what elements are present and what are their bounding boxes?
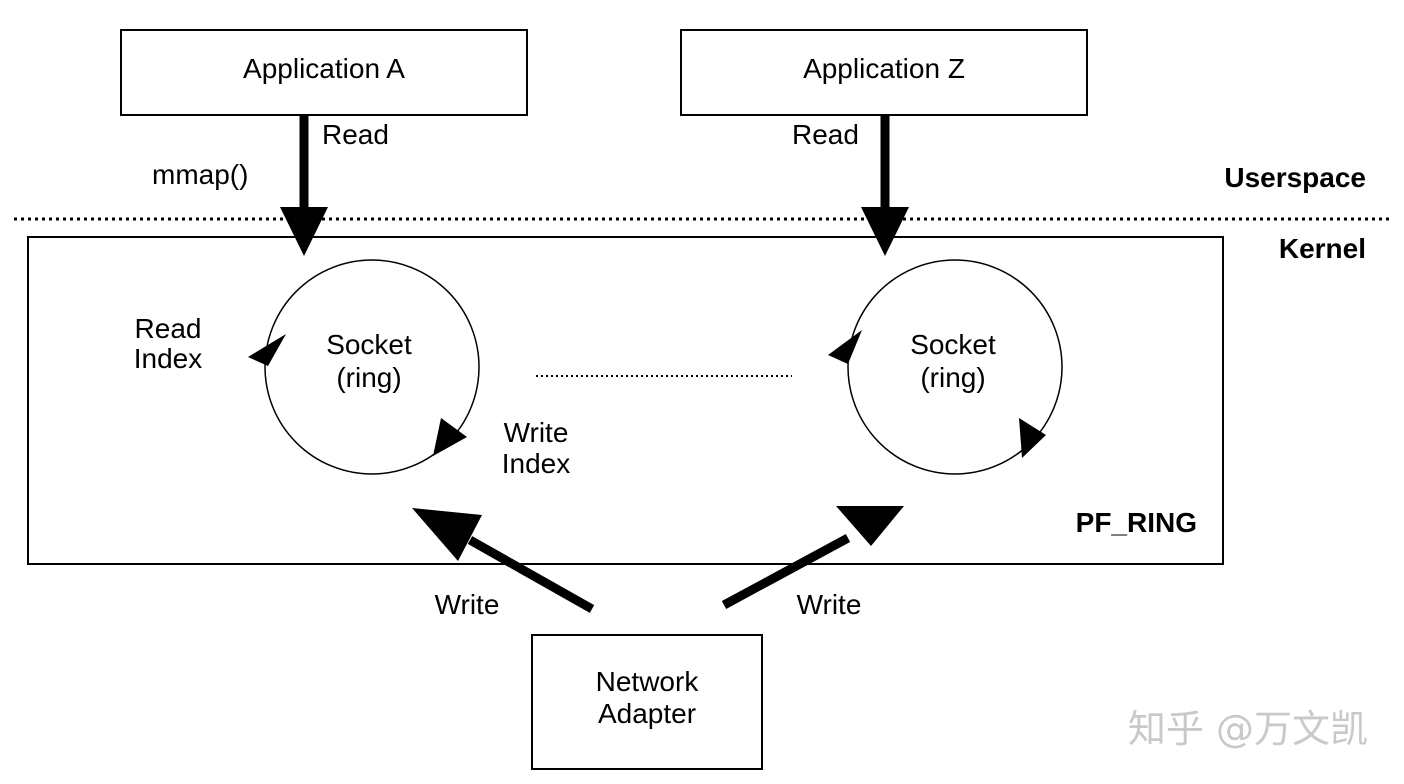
socket-ring-left: Socket (ring)	[248, 259, 480, 475]
application-z-label: Application Z	[803, 53, 965, 84]
network-adapter-line2: Adapter	[598, 698, 696, 729]
write-label-left: Write	[435, 589, 500, 620]
read-index-arrowhead-right	[828, 330, 862, 364]
watermark-text: 知乎 @万文凯	[1128, 707, 1368, 751]
read-arrow-z	[861, 115, 909, 256]
socket-right-line2: (ring)	[920, 362, 985, 393]
socket-ring-right: Socket (ring)	[828, 259, 1063, 475]
write-arrow-right	[721, 506, 904, 609]
write-arrow-left	[412, 508, 595, 613]
pf-ring-label: PF_RING	[1076, 507, 1197, 538]
application-a-label: Application A	[243, 53, 405, 84]
mmap-label: mmap()	[152, 159, 248, 190]
socket-right-line1: Socket	[910, 329, 996, 360]
kernel-label: Kernel	[1279, 233, 1366, 264]
network-adapter-line1: Network	[596, 666, 700, 697]
read-label-z: Read	[792, 119, 859, 150]
read-label-a: Read	[322, 119, 389, 150]
write-index-arrowhead	[433, 418, 467, 456]
read-index-line2: Index	[134, 343, 203, 374]
application-z-box: Application Z	[680, 29, 1088, 116]
userspace-label: Userspace	[1224, 162, 1366, 193]
network-adapter-box: Network Adapter	[531, 634, 763, 770]
write-index-line2: Index	[502, 448, 571, 479]
socket-left-line2: (ring)	[336, 362, 401, 393]
application-a-box: Application A	[120, 29, 528, 116]
socket-left-line1: Socket	[326, 329, 412, 360]
write-label-right: Write	[797, 589, 862, 620]
write-index-arrowhead-right	[1019, 418, 1046, 458]
read-index-line1: Read	[135, 313, 202, 344]
read-arrow-a	[280, 115, 328, 256]
pf-ring-box	[27, 236, 1224, 565]
read-index-arrowhead	[248, 334, 286, 366]
write-index-line1: Write	[504, 417, 569, 448]
